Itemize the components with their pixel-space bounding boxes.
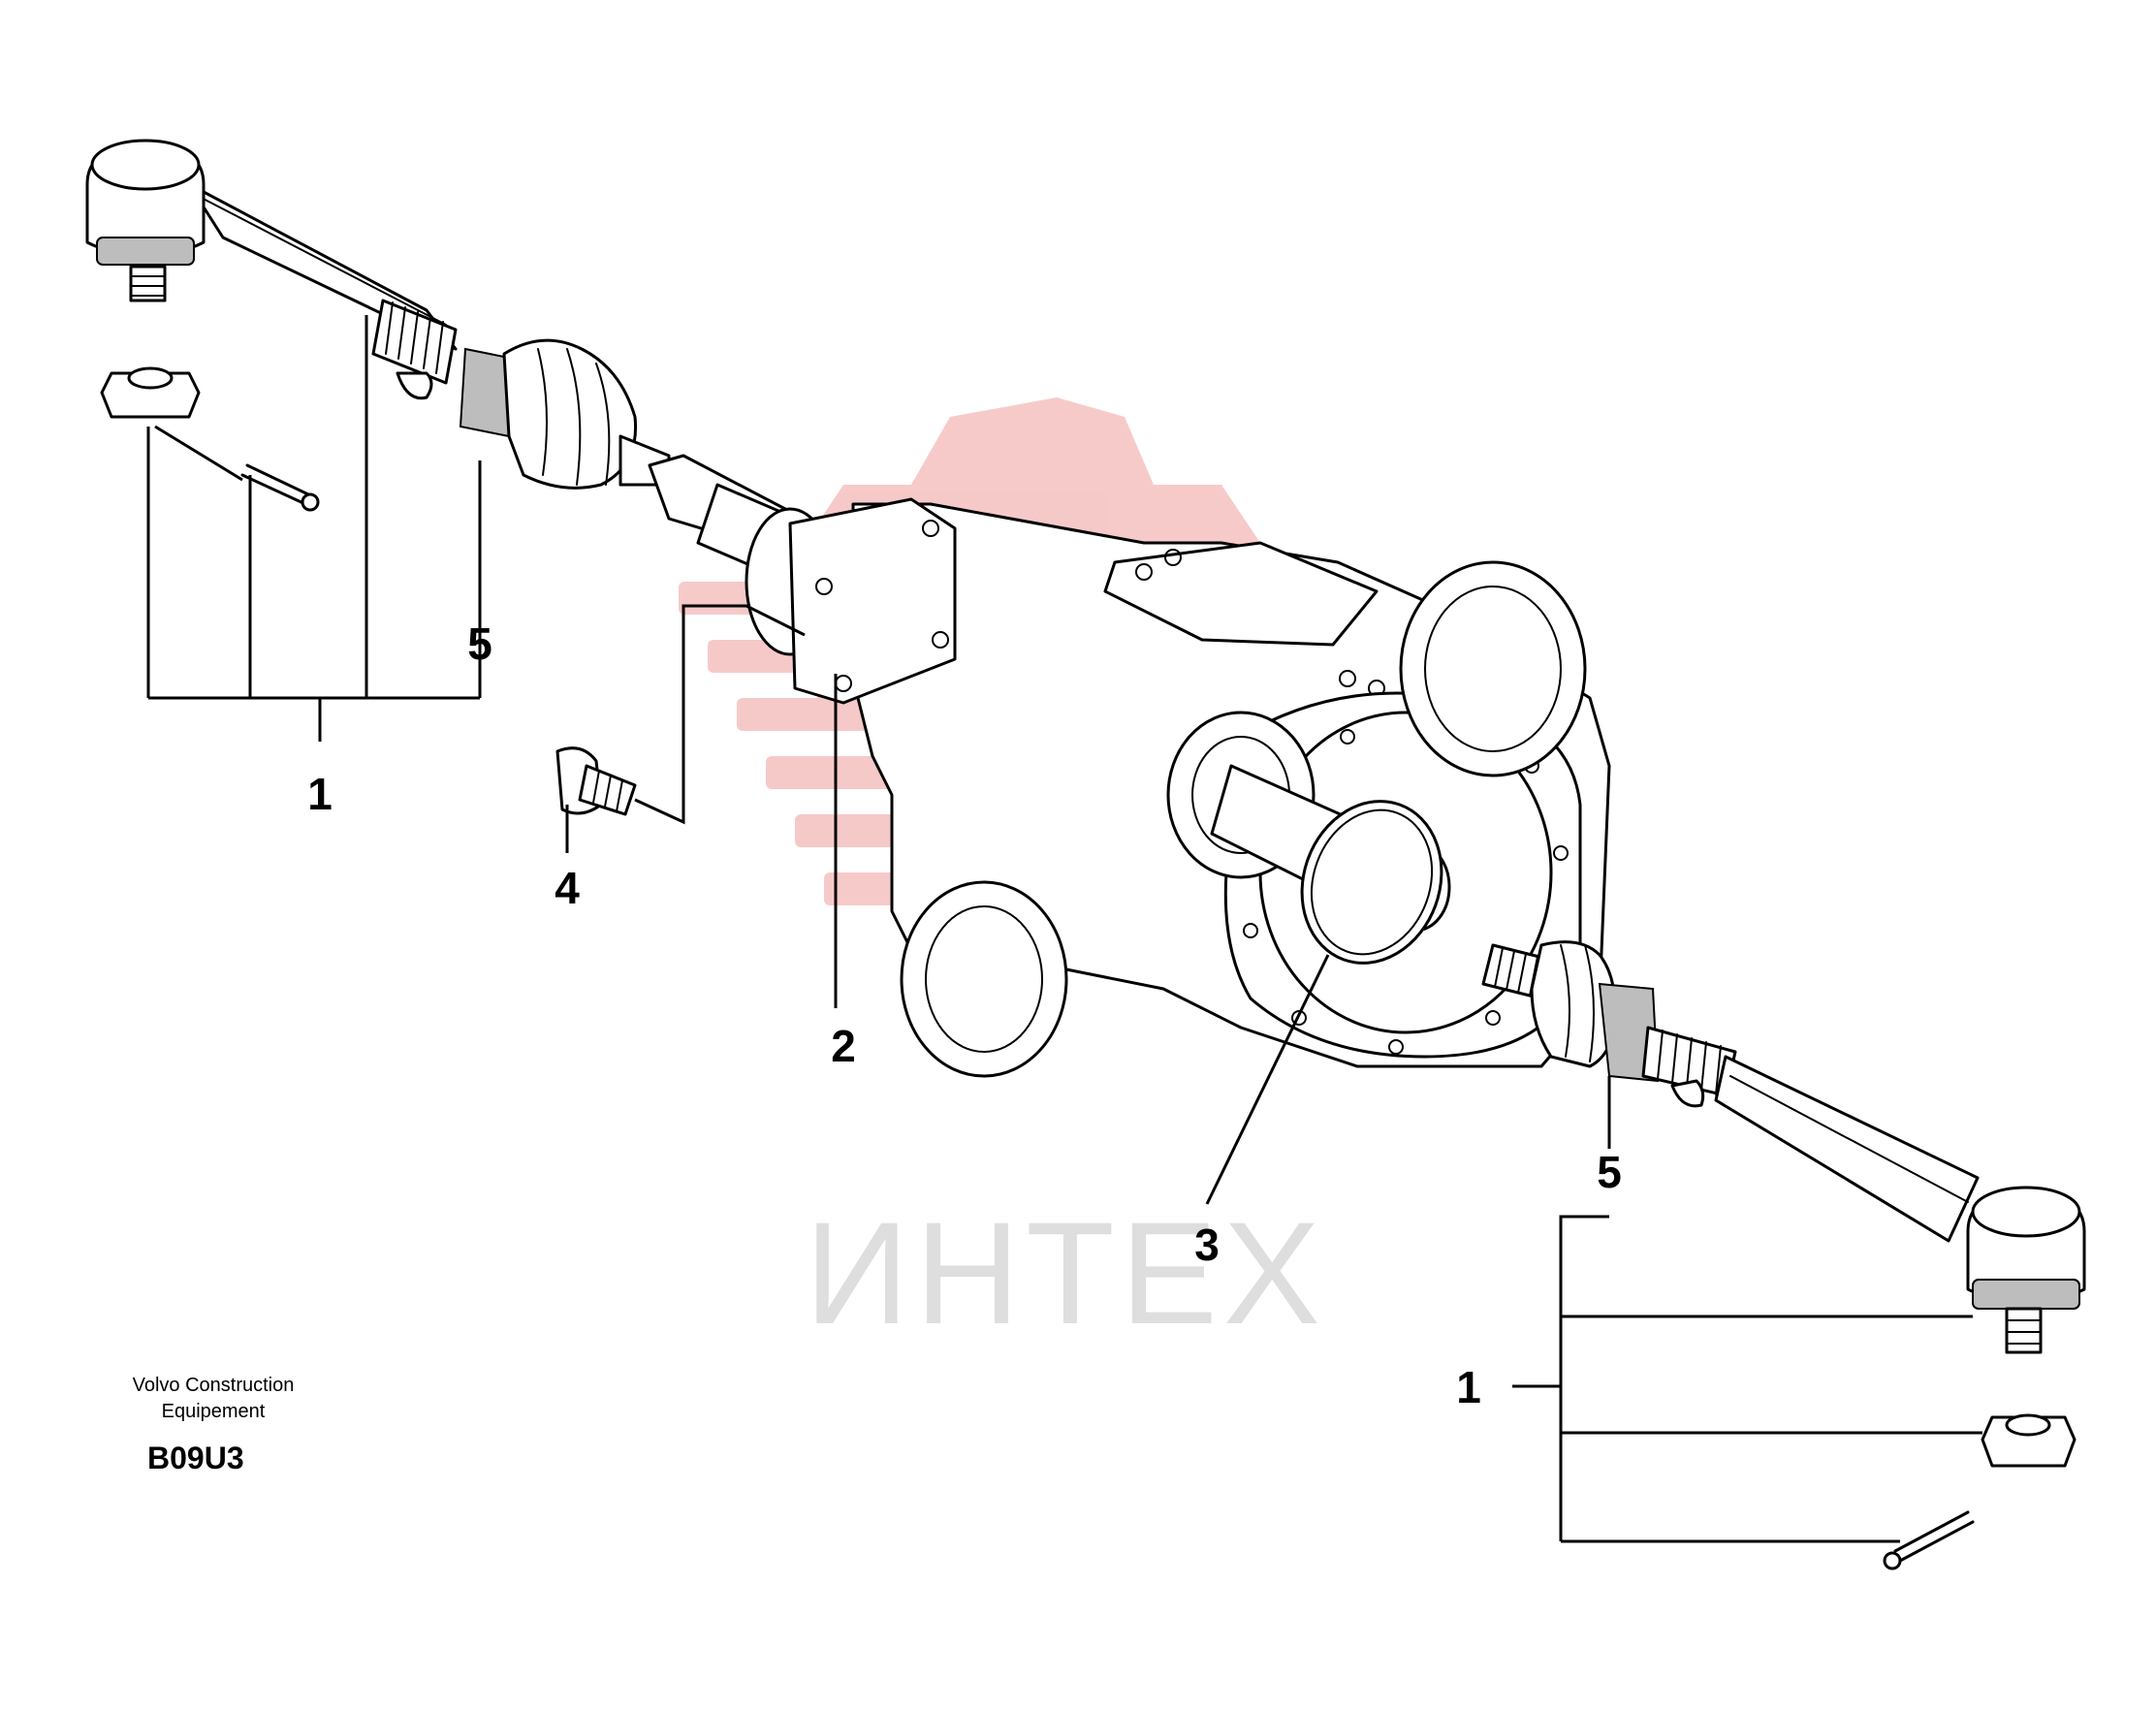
leader-lines	[146, 315, 1982, 1543]
callouts: 1 5 4 2 3 5 1	[307, 618, 1622, 1412]
callout-left-5: 5	[467, 618, 492, 669]
caption-line-2: Equipement	[162, 1401, 266, 1422]
right-cotter-pin	[1883, 1510, 1975, 1570]
housing-lower-port	[900, 880, 1068, 1078]
caption-line-1: Volvo Construction	[133, 1375, 295, 1396]
left-cotter-pin	[240, 463, 320, 512]
left-tie-rod	[85, 139, 671, 512]
callout-right-1: 1	[1456, 1362, 1481, 1412]
bolt	[555, 746, 637, 816]
gasket	[788, 497, 957, 705]
right-castle-nut	[1981, 1413, 2077, 1468]
right-tie-rod	[1481, 940, 2086, 1570]
right-ball-joint	[1966, 1186, 2086, 1354]
callout-oring-3: 3	[1194, 1220, 1220, 1270]
left-bellows	[502, 338, 671, 490]
figure-code: B09U3	[147, 1441, 244, 1475]
left-ball-joint	[85, 139, 206, 302]
left-rod-thread	[371, 299, 458, 385]
callout-gasket-2: 2	[831, 1021, 856, 1071]
watermark-text: ИНТЕХ	[805, 1191, 1326, 1354]
callout-right-5: 5	[1597, 1147, 1622, 1197]
left-castle-nut	[100, 366, 201, 419]
caption-block: Volvo Construction Equipement B09U3	[133, 1375, 295, 1475]
callout-bolt-4: 4	[555, 863, 580, 913]
callout-left-1: 1	[307, 769, 333, 819]
o-ring	[1300, 800, 1443, 965]
